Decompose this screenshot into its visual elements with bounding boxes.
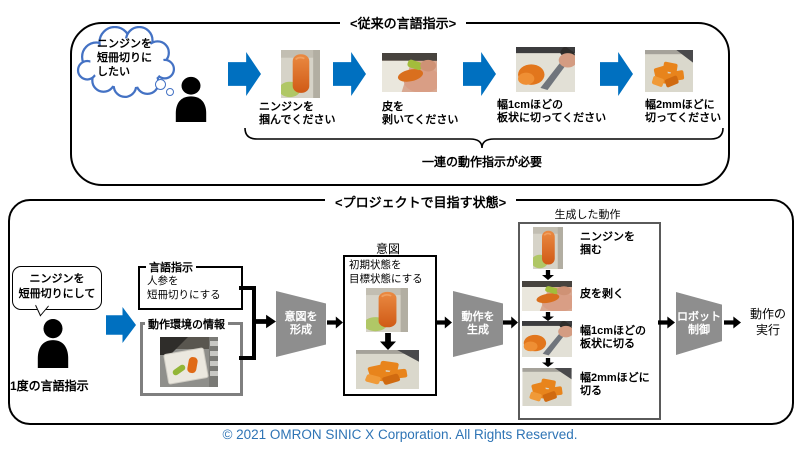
action-image-peel <box>522 281 572 311</box>
connector-line <box>239 356 256 360</box>
step-label-3: 幅1cmほどの板状に切ってください <box>497 99 607 124</box>
gen-step-label-4: 幅2mmほどに切る <box>580 372 650 397</box>
generate-action-block: 動作を生成 <box>453 291 503 357</box>
down-arrow-icon <box>542 312 554 321</box>
action-image-cut-slab <box>522 321 572 357</box>
step-label-4: 幅2mmほどに切ってください <box>645 99 722 124</box>
intent-text: 初期状態を目標状態にする <box>349 259 423 285</box>
gen-step-label-1: ニンジンを掴む <box>580 231 635 256</box>
language-instruction-title: 言語指示 <box>146 259 196 275</box>
intent-initial-state-image <box>366 288 408 332</box>
action-image-cut-strips <box>522 368 572 406</box>
curly-brace <box>243 124 725 152</box>
video-still-grab-carrot <box>281 50 320 98</box>
video-still-workspace <box>160 337 218 387</box>
copyright-footer: © 2021 OMRON SINIC X Corporation. All Ri… <box>222 427 578 442</box>
thought-bubble-dot-large <box>155 79 166 90</box>
environment-info-title: 動作環境の情報 <box>145 316 228 332</box>
person-caption: 1度の言語指示 <box>10 379 89 393</box>
robot-control-block: ロボット制御 <box>676 292 722 355</box>
action-image-grab <box>533 227 563 269</box>
action-execution-label: 動作の実行 <box>749 307 786 337</box>
form-intent-block: 意図を形成 <box>276 291 326 357</box>
step-label-1: ニンジンを掴んでください <box>259 101 336 126</box>
video-still-cut-strips <box>645 50 693 92</box>
conventional-note: 一連の動作指示が必要 <box>421 155 542 169</box>
project-section-title: <プロジェクトで目指す状態> <box>325 192 517 211</box>
thought-bubble-dot-small <box>166 88 174 96</box>
video-still-cut-slab <box>516 47 575 92</box>
down-arrow-icon <box>542 270 554 280</box>
down-arrow-icon <box>542 358 554 367</box>
conventional-section-title: <従来の言語指示> <box>340 13 467 32</box>
gen-step-label-2: 皮を剥く <box>580 288 624 300</box>
person-icon <box>172 76 210 122</box>
language-instruction-text: 人参を短冊切りにする <box>147 275 221 301</box>
video-still-peel <box>382 53 437 92</box>
intent-box-label: 意図 <box>375 242 400 256</box>
step-label-2: 皮を剥いてください <box>382 101 459 126</box>
generated-actions-title: 生成した動作 <box>554 209 621 221</box>
intent-goal-state-image <box>356 350 419 389</box>
thought-text: ニンジンを短冊切りにしたい <box>97 38 152 78</box>
environment-info-box: 動作環境の情報 <box>140 316 243 396</box>
thought-cloud-icon <box>76 26 178 100</box>
gen-step-label-3: 幅1cmほどの板状に切る <box>580 325 647 350</box>
person-icon <box>34 318 72 368</box>
connector-line <box>239 286 256 290</box>
language-instruction-box: 言語指示 人参を短冊切りにする <box>138 259 243 310</box>
speech-balloon-icon: ニンジンを短冊切りにして <box>12 266 102 310</box>
